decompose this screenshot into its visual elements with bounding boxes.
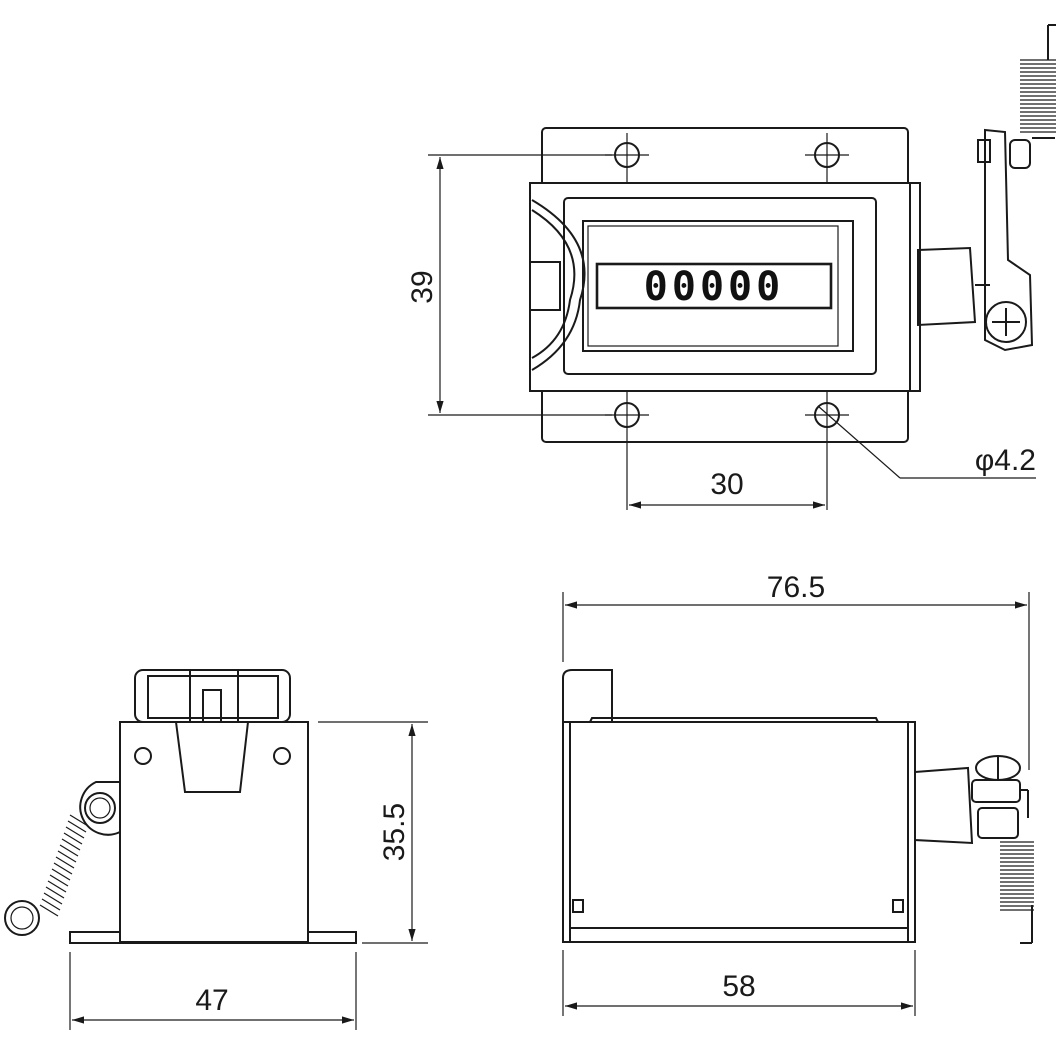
drive-arm [917, 24, 1056, 352]
mounting-hole-bl [605, 392, 649, 510]
dimension-76-5: 76.5 [562, 571, 1030, 770]
dimension-58: 58 [562, 950, 916, 1016]
dimension-30: 30 [629, 468, 825, 509]
counter-window [595, 262, 833, 310]
spring-coil-bottom [1000, 841, 1034, 911]
svg-text:58: 58 [722, 970, 755, 1003]
screw-icon [985, 301, 1027, 343]
spring-coil-top [1020, 59, 1056, 133]
mounting-hole-br [805, 392, 849, 510]
dimension-47: 47 [69, 952, 357, 1030]
svg-text:30: 30 [710, 468, 743, 501]
front-view: 00000 [406, 24, 1056, 510]
counter-body [529, 182, 921, 392]
side-view: 35.5 47 [4, 669, 428, 1030]
svg-text:φ4.2: φ4.2 [975, 444, 1036, 477]
svg-text:35.5: 35.5 [378, 803, 411, 861]
svg-text:76.5: 76.5 [767, 571, 825, 604]
mounting-hole-tl [605, 133, 649, 182]
display-bezel [563, 197, 877, 375]
svg-text:39: 39 [406, 270, 439, 303]
bottom-view: 76.5 58 [562, 571, 1034, 1016]
dimension-hole-diameter: φ4.2 [817, 405, 1036, 479]
counter-digits: 00000 [644, 264, 784, 310]
reset-knob [531, 199, 586, 371]
dimension-35-5: 35.5 [318, 721, 428, 944]
svg-text:47: 47 [195, 984, 228, 1017]
dimension-39: 39 [406, 154, 612, 416]
mounting-hole-tr [805, 133, 849, 182]
spring-coil-side [39, 814, 89, 917]
